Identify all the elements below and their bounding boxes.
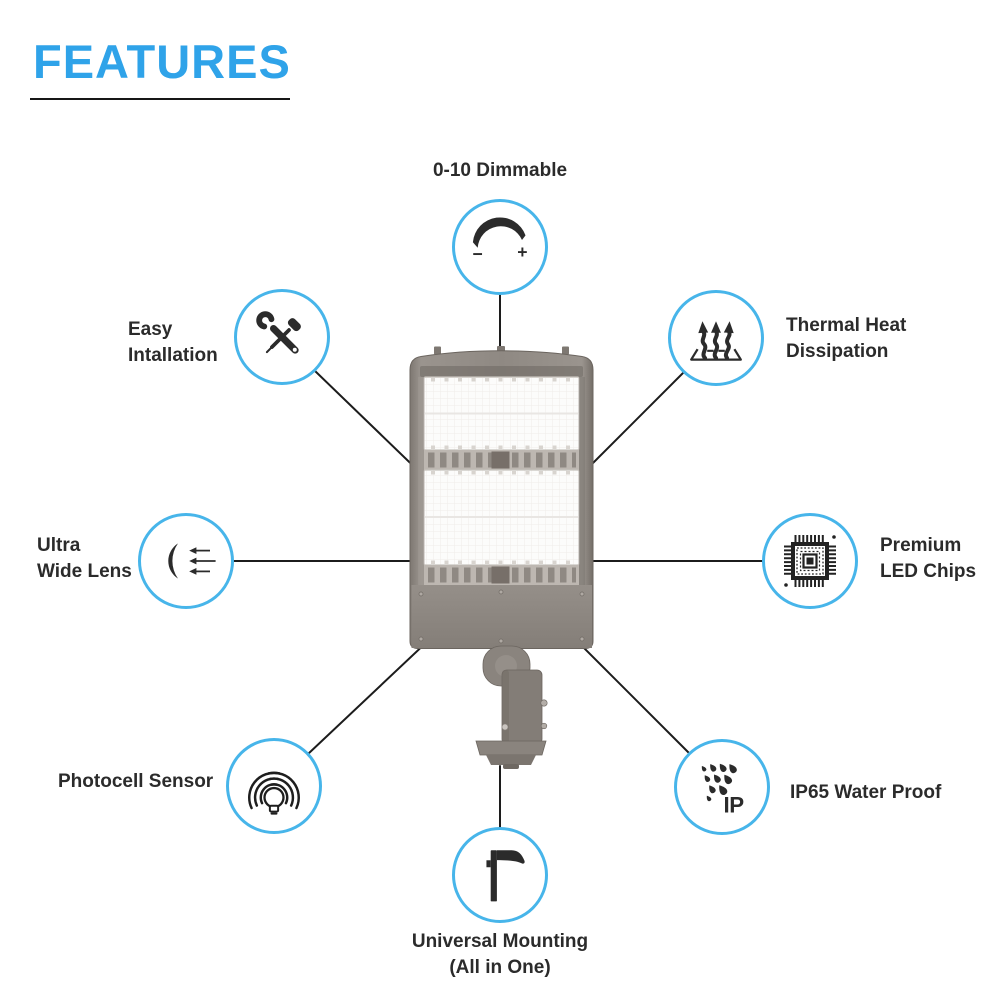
label-easy-installation: Easy Intallation xyxy=(128,319,218,366)
thermal-icon-circle xyxy=(668,290,764,386)
ip-text: IP xyxy=(723,793,744,818)
heat-arrows xyxy=(698,321,734,360)
heat-dissipation-icon xyxy=(690,321,742,361)
photocell-icon-circle xyxy=(226,738,322,834)
page-title: FEATURES xyxy=(33,35,291,88)
led-chips-icon-circle xyxy=(762,513,858,609)
label-dimmable: 0-10 Dimmable xyxy=(432,160,568,181)
wide-lens-icon-circle xyxy=(138,513,234,609)
mount-arm-icon xyxy=(486,850,525,902)
minus-glyph: − xyxy=(472,244,482,264)
label-thermal: Thermal Heat Dissipation xyxy=(786,315,907,362)
easy-installation-icon-circle xyxy=(234,289,330,385)
wrench-screwdriver-icon xyxy=(256,311,301,354)
dimmer-dial-icon: − + xyxy=(472,217,528,264)
label-mounting: Universal Mounting (All in One) xyxy=(411,931,589,978)
screws xyxy=(418,589,585,644)
mounting-icon-circle xyxy=(452,827,548,923)
label-wide-lens: Ultra Wide Lens xyxy=(37,535,132,582)
light-waves xyxy=(248,771,300,810)
product-image-led-area-light xyxy=(409,346,594,769)
wide-lens-icon xyxy=(168,543,216,579)
label-led-chips: Premium LED Chips xyxy=(880,535,977,582)
label-waterproof: IP65 Water Proof xyxy=(790,782,942,803)
driver-compartment xyxy=(411,585,592,648)
light-arrows xyxy=(189,547,216,575)
heading-underline xyxy=(30,98,290,100)
dimmable-icon-circle: − + xyxy=(452,199,548,295)
photocell-bulb-icon xyxy=(248,771,300,815)
waterproof-icon-circle: IP xyxy=(674,739,770,835)
water-drops-ip-icon: IP xyxy=(700,762,745,818)
mounting-arm xyxy=(475,645,548,769)
led-chip-icon xyxy=(784,535,836,587)
plus-glyph: + xyxy=(517,242,527,262)
label-photocell: Photocell Sensor xyxy=(58,771,214,792)
